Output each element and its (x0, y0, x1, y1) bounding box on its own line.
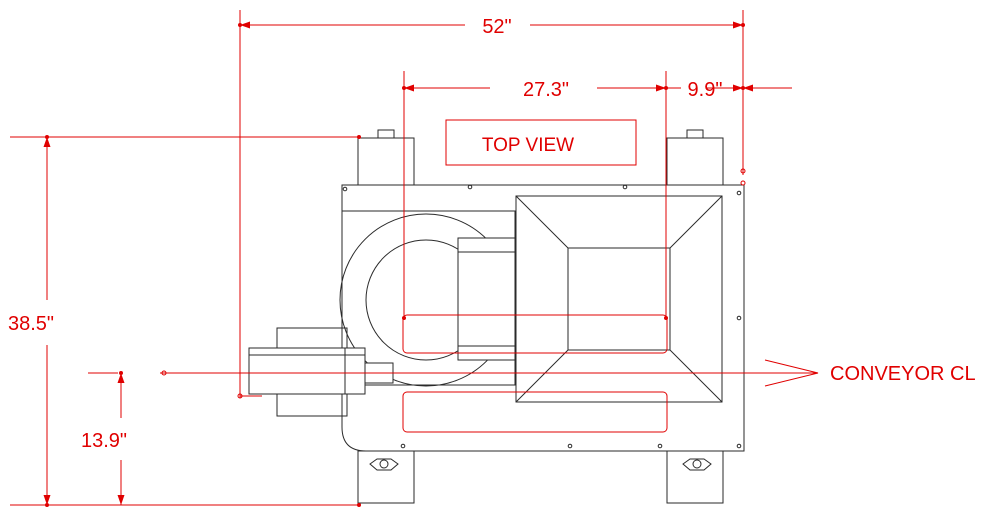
right-offset-dimension: 9.9" (664, 79, 792, 101)
overall-width-dimension: 52" (238, 10, 745, 398)
right-front-leg (666, 450, 724, 504)
view-label-box (445, 119, 637, 166)
overall-depth-label: 38.5" (8, 313, 54, 335)
conveyor-label: CONVEYOR CL (830, 363, 976, 385)
overall-depth-dimension: 38.5" (8, 135, 361, 507)
hopper (515, 195, 723, 403)
machine-outline (248, 129, 745, 504)
conveyor-centerline: CONVEYOR CL (88, 359, 976, 387)
annotations: TOP VIEW 52" 27.3" (8, 10, 976, 507)
mounting-holes (342, 184, 742, 449)
right-rear-post-cap (686, 129, 704, 139)
left-front-leg (357, 450, 415, 504)
left-rear-post-cap (377, 129, 395, 139)
centerline-offset-label: 13.9" (81, 430, 127, 452)
front-slot-lower (402, 391, 668, 433)
centerline-offset-dimension: 13.9" (81, 371, 127, 505)
view-label: TOP VIEW (482, 135, 574, 156)
center-span-dimension: 27.3" (403, 71, 667, 318)
right-rear-post (666, 137, 724, 185)
left-rear-post (357, 137, 415, 185)
overall-width-label: 52" (482, 16, 511, 38)
motor-coupling (457, 237, 516, 361)
center-span-label: 27.3" (523, 79, 569, 101)
right-leveling-foot (682, 458, 712, 471)
front-slot-upper (402, 314, 668, 354)
right-offset-label: 9.9" (688, 79, 723, 101)
left-leveling-foot (369, 458, 399, 471)
